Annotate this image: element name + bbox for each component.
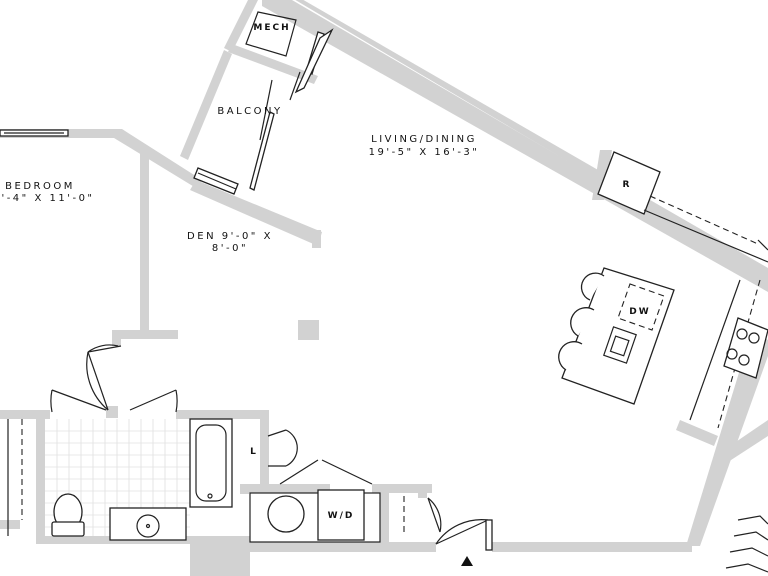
den-dimensions: 8'-0" (212, 243, 248, 254)
bathtub (189, 418, 233, 508)
windows-doors (0, 28, 493, 566)
interior-walls (0, 150, 718, 544)
washer (267, 495, 305, 533)
stool (570, 307, 595, 337)
laundry (249, 489, 405, 543)
kitchen (558, 151, 768, 429)
bathroom (7, 418, 233, 541)
bedroom-label: BEDROOM (5, 181, 75, 192)
stool (580, 272, 605, 301)
living-dining-dimensions: 19'-5" X 16'-3" (369, 147, 480, 158)
kitchen-island (561, 267, 675, 405)
mech-label: MECH (253, 23, 290, 33)
refrigerator (597, 151, 661, 215)
washer-dryer-label: W/D (328, 511, 355, 521)
toilet (51, 493, 85, 537)
bedroom-dimensions: '-4" X 11'-0" (1, 193, 94, 204)
stair-detail (725, 515, 768, 573)
mech-closet (245, 11, 297, 57)
room-labels: MECH BALCONY LIVING/DINING 19'-5" X 16'-… (1, 23, 650, 521)
stool (558, 341, 583, 371)
dishwasher-label: DW (629, 307, 650, 317)
refrigerator-label: R (623, 180, 632, 190)
entry-arrow-icon (461, 556, 473, 566)
living-dining-label: LIVING/DINING (371, 134, 477, 145)
den-label: DEN 9'-0" X (187, 231, 273, 242)
linen-label: L (250, 447, 258, 457)
balcony-label: BALCONY (217, 106, 282, 117)
dryer (317, 489, 365, 541)
